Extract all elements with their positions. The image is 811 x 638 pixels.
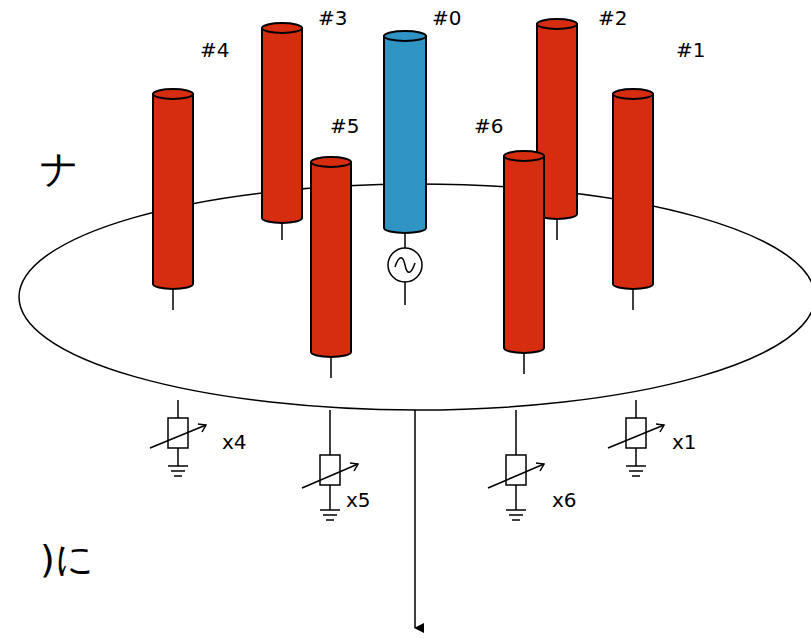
- element-number: #1: [676, 40, 705, 60]
- reactance-label: x4: [222, 432, 247, 452]
- element-number: #3: [318, 8, 347, 28]
- parasitic-element: [311, 157, 351, 357]
- parasitic-element: [153, 89, 193, 289]
- reactance-label: x1: [672, 432, 697, 452]
- reactance-label: x6: [552, 490, 577, 510]
- element-number: #5: [330, 116, 359, 136]
- element-number: #6: [474, 116, 503, 136]
- cut-off-text: ナ: [40, 150, 79, 188]
- parasitic-element: [504, 151, 544, 353]
- fed-element: [384, 31, 426, 233]
- variable-reactor: [320, 455, 340, 485]
- element-number: #2: [598, 8, 627, 28]
- signal-source: [388, 248, 422, 282]
- cut-off-text: )に: [40, 540, 94, 578]
- element-number: #0: [432, 8, 461, 28]
- parasitic-element: [613, 89, 653, 289]
- parasitic-element: [262, 23, 302, 223]
- reactance-label: x5: [346, 490, 371, 510]
- variable-reactor: [506, 455, 526, 485]
- element-number: #4: [200, 40, 229, 60]
